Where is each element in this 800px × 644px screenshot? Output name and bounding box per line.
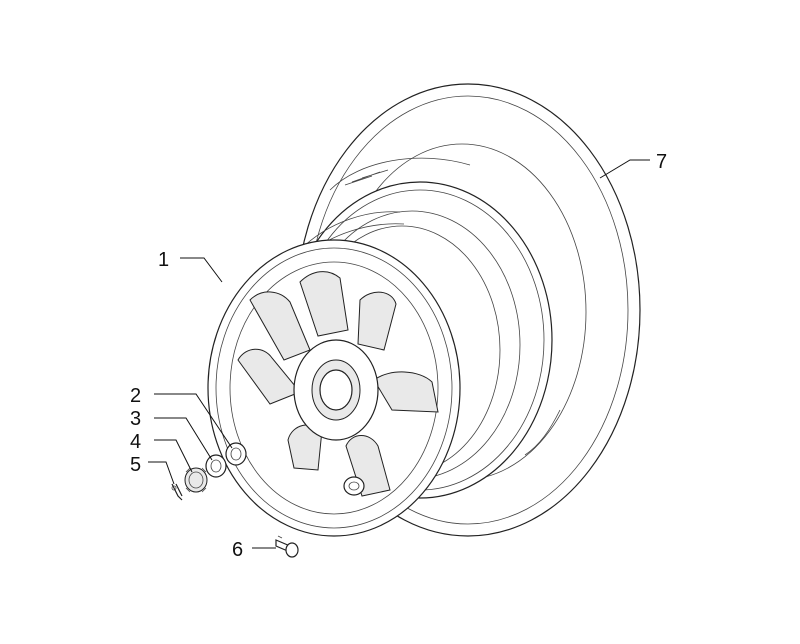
leader-lines: [148, 159, 650, 549]
nut-part-3: [205, 454, 227, 478]
washer-part-2: [225, 442, 247, 466]
callout-5: 5: [130, 454, 141, 476]
castle-nut-part-4: [184, 467, 208, 493]
callout-3: 3: [130, 408, 141, 430]
callout-1: 1: [158, 249, 169, 271]
callout-4: 4: [130, 431, 141, 453]
callout-7: 7: [656, 151, 667, 173]
split-pin-part-5: [171, 483, 183, 501]
callout-6: 6: [232, 539, 243, 561]
valve-part-6: [275, 535, 299, 558]
rim-part-1: [207, 239, 461, 537]
callout-2: 2: [130, 385, 141, 407]
